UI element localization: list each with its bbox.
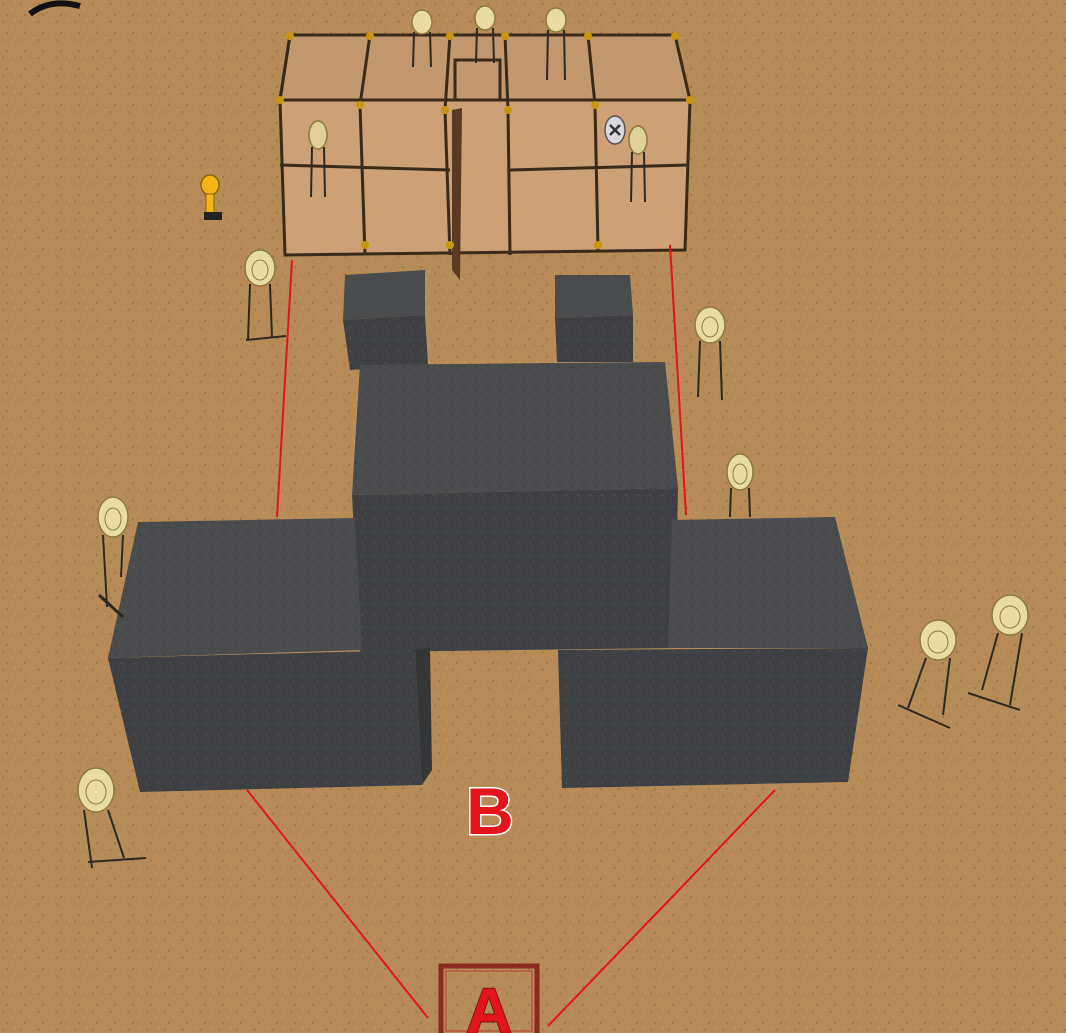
paper-target-icon: [244, 249, 287, 341]
wall-block-right: [558, 517, 868, 788]
paper-target-icon: [897, 619, 957, 729]
wall-block-back-right: [555, 275, 633, 362]
paper-target-icon: [694, 306, 726, 401]
paper-target-icon: [726, 453, 754, 518]
paper-target-icon: [308, 120, 328, 198]
paper-target-icon: [474, 5, 496, 64]
paper-target-icon: [545, 7, 567, 81]
paper-target-icon: [97, 496, 129, 619]
steel-popper-icon: [200, 174, 222, 220]
paper-target-icon: [628, 125, 648, 203]
wall-block-left: [108, 518, 432, 792]
paper-target-icon: [77, 767, 147, 869]
no-shoot-target-icon: [604, 115, 626, 145]
boundary-lines: [246, 244, 776, 1027]
paper-target-icon: [411, 9, 433, 68]
wall-block-center: [352, 362, 678, 652]
corner-logo-fragment: [28, 0, 81, 17]
glass-house: [276, 32, 694, 280]
shooting-box-icon: [438, 963, 540, 1033]
paper-target-icon: [967, 594, 1029, 711]
position-b-label: B: [466, 774, 514, 848]
position-a-label: A: [466, 975, 512, 1033]
wall-block-back-left: [343, 270, 428, 370]
